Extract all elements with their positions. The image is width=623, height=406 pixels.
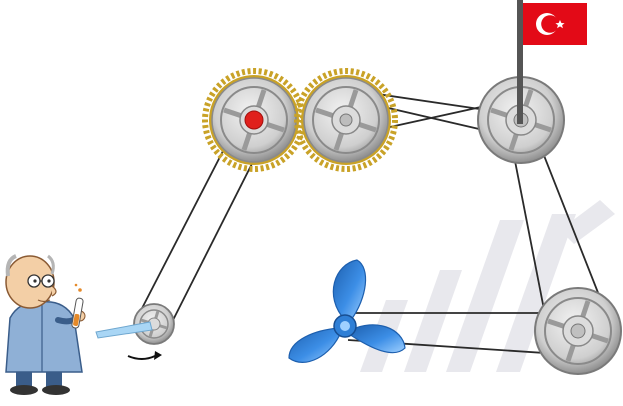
flag bbox=[517, 0, 587, 124]
driven-gear bbox=[294, 68, 398, 172]
watermark bbox=[360, 200, 615, 372]
flag-pole bbox=[517, 0, 523, 124]
belt-crank-to-gear-b bbox=[167, 131, 269, 331]
curved-arrow-icon bbox=[127, 351, 162, 360]
fan-pulley bbox=[534, 287, 622, 375]
driver-red-dot bbox=[244, 110, 264, 130]
crank-pulley bbox=[133, 303, 175, 345]
crank-handle bbox=[95, 321, 153, 339]
propeller-icon bbox=[288, 259, 406, 363]
scientist-icon bbox=[5, 254, 86, 395]
driver-gear bbox=[202, 68, 306, 172]
crescent-star-flag-icon bbox=[536, 13, 565, 35]
